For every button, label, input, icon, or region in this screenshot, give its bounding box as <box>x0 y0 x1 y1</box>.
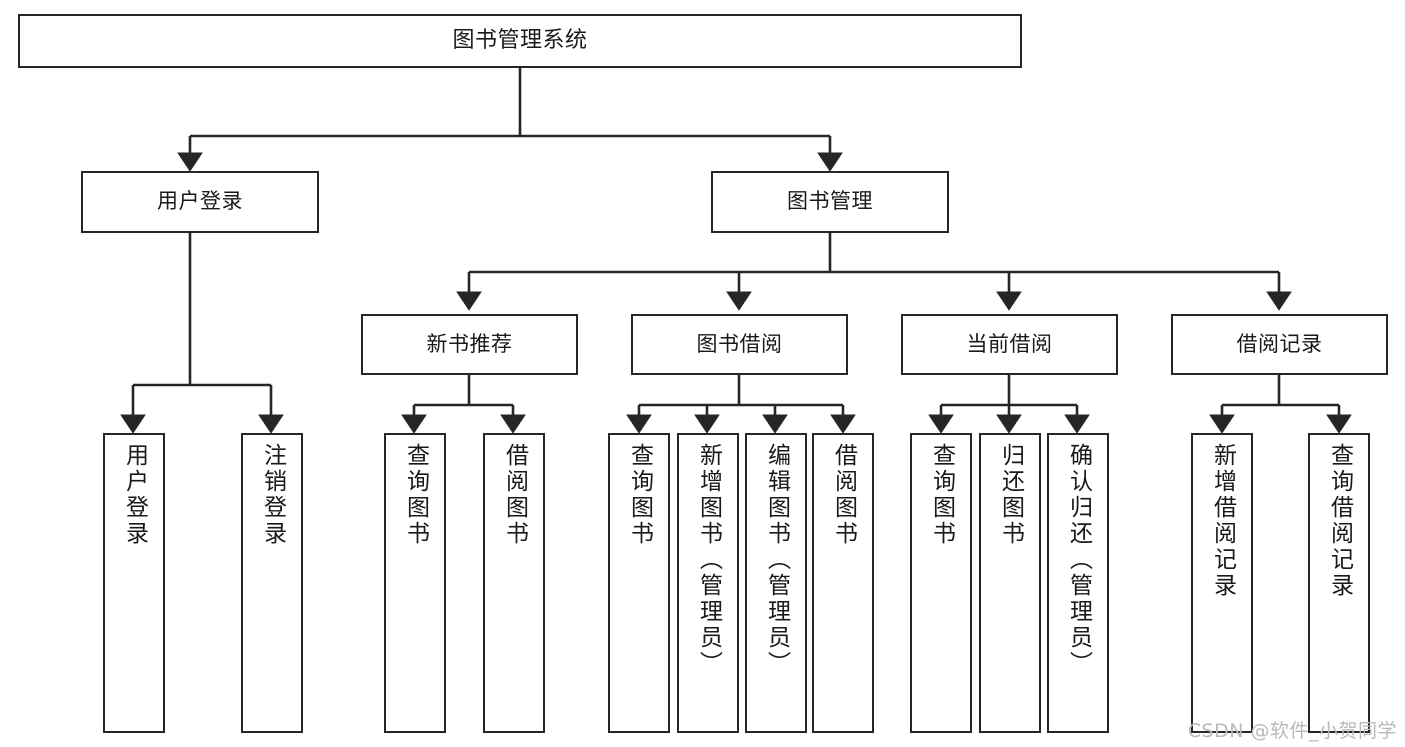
leaf-user-login-logout[interactable]: 注销登录 <box>241 433 303 733</box>
node-label: 查询图书 <box>402 443 429 547</box>
leaf-current-query-book[interactable]: 查询图书 <box>910 433 972 733</box>
node-label: 图书借阅 <box>696 331 783 356</box>
node-label: 编辑图书（管理员） <box>763 443 790 677</box>
node-label: 借阅记录 <box>1236 331 1323 356</box>
node-borrow-record[interactable]: 借阅记录 <box>1171 314 1388 375</box>
node-new-book-recommend[interactable]: 新书推荐 <box>361 314 578 375</box>
node-book-borrow[interactable]: 图书借阅 <box>631 314 848 375</box>
leaf-current-return-book[interactable]: 归还图书 <box>979 433 1041 733</box>
node-root-system[interactable]: 图书管理系统 <box>18 14 1022 68</box>
node-label: 查询借阅记录 <box>1326 443 1353 599</box>
node-current-borrow[interactable]: 当前借阅 <box>901 314 1118 375</box>
node-label: 当前借阅 <box>966 331 1053 356</box>
node-label: 新增图书（管理员） <box>695 443 722 677</box>
node-label: 查询图书 <box>626 443 653 547</box>
node-label: 注销登录 <box>259 443 286 547</box>
node-book-management[interactable]: 图书管理 <box>711 171 949 233</box>
node-label: 借阅图书 <box>830 443 857 547</box>
leaf-record-query-record[interactable]: 查询借阅记录 <box>1308 433 1370 733</box>
node-label: 新书推荐 <box>426 331 513 356</box>
node-label: 新增借阅记录 <box>1209 443 1236 599</box>
leaf-record-add-record[interactable]: 新增借阅记录 <box>1191 433 1253 733</box>
node-label: 归还图书 <box>997 443 1024 547</box>
node-user-login[interactable]: 用户登录 <box>81 171 319 233</box>
leaf-borrow-edit-book[interactable]: 编辑图书（管理员） <box>745 433 807 733</box>
leaf-borrow-query-book[interactable]: 查询图书 <box>608 433 670 733</box>
leaf-current-confirm-return[interactable]: 确认归还（管理员） <box>1047 433 1109 733</box>
node-label: 用户登录 <box>121 443 148 547</box>
leaf-user-login-login[interactable]: 用户登录 <box>103 433 165 733</box>
node-label: 图书管理系统 <box>452 27 588 53</box>
leaf-borrow-borrow-book[interactable]: 借阅图书 <box>812 433 874 733</box>
leaf-borrow-add-book[interactable]: 新增图书（管理员） <box>677 433 739 733</box>
leaf-recommend-query-book[interactable]: 查询图书 <box>384 433 446 733</box>
node-label: 图书管理 <box>787 189 873 214</box>
leaf-recommend-borrow-book[interactable]: 借阅图书 <box>483 433 545 733</box>
watermark: CSDN @软件_小贺同学 <box>1187 720 1397 742</box>
node-label: 查询图书 <box>928 443 955 547</box>
node-label: 用户登录 <box>157 189 243 214</box>
node-label: 借阅图书 <box>501 443 528 547</box>
node-label: 确认归还（管理员） <box>1065 443 1092 677</box>
